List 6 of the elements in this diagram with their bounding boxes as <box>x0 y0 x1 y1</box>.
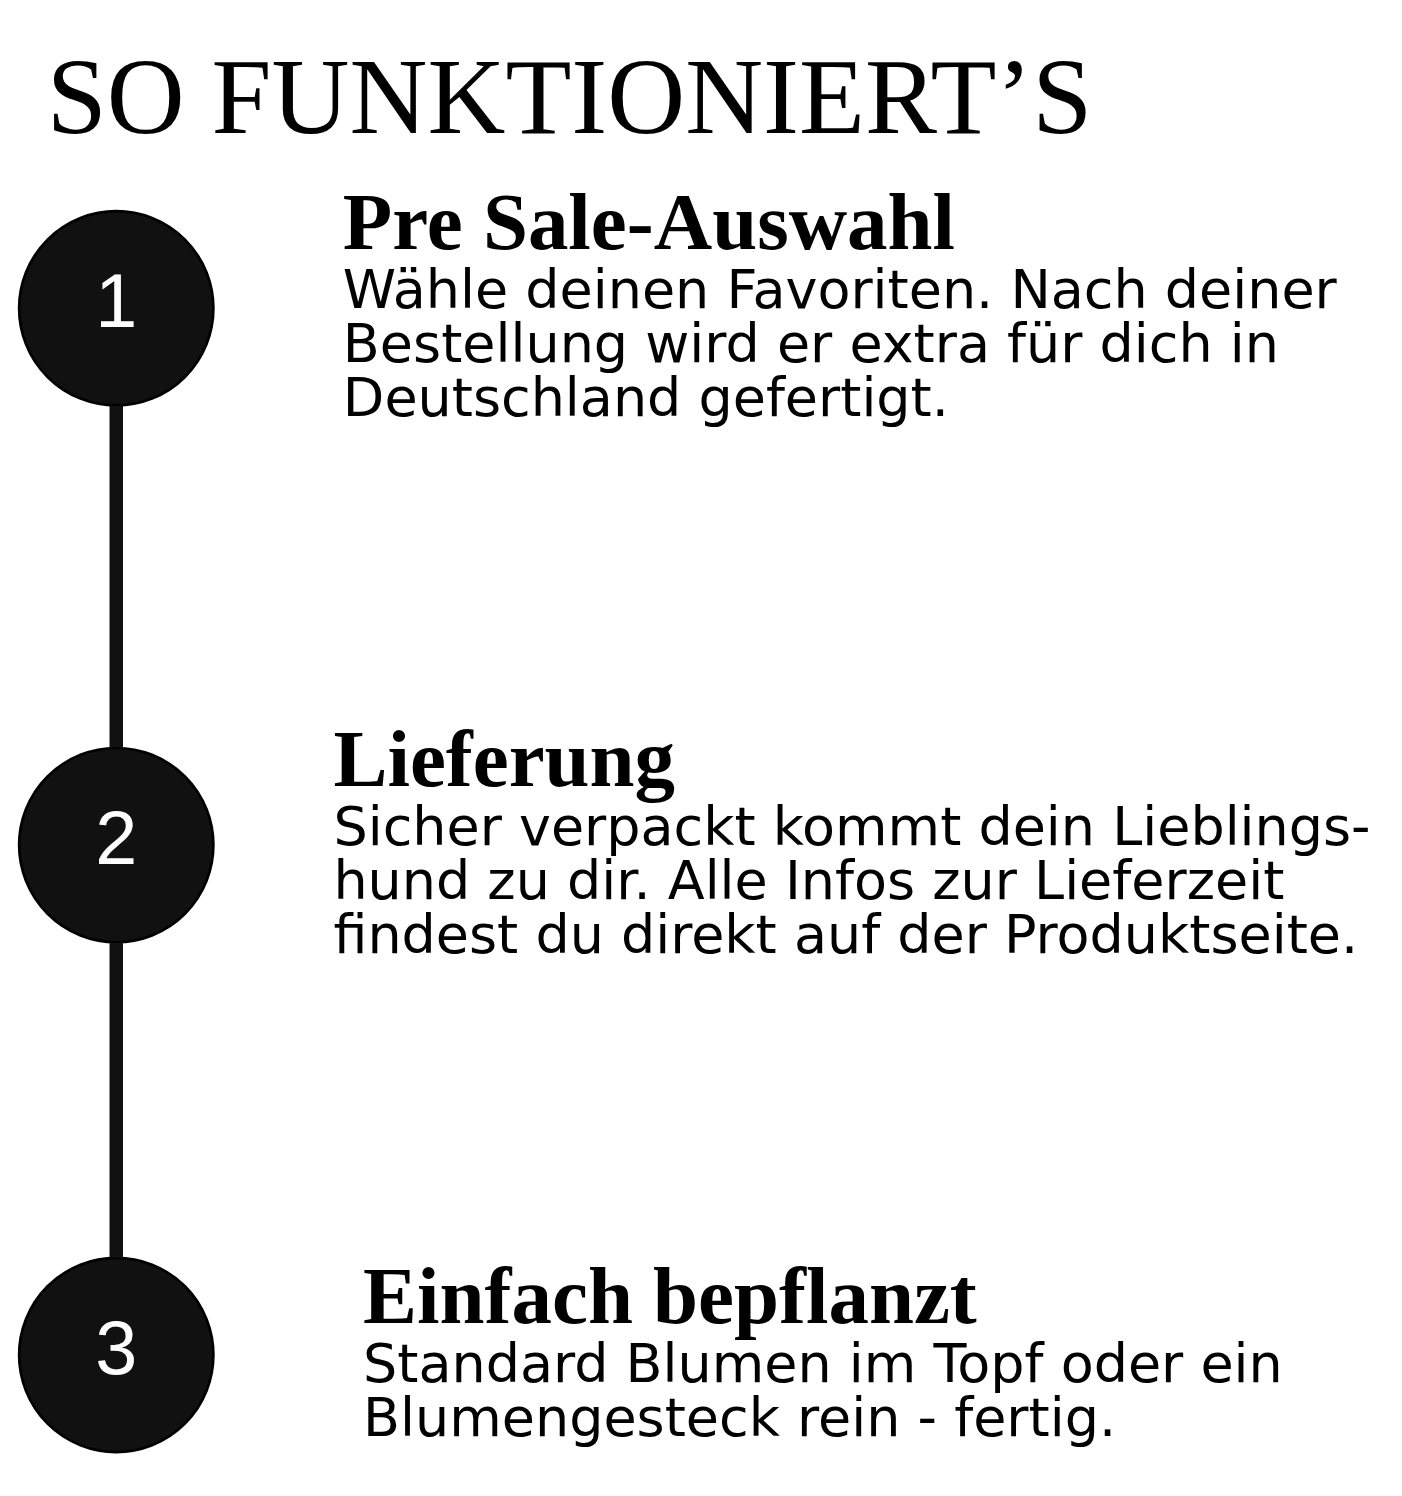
connector <box>109 942 123 1258</box>
connector <box>109 406 123 748</box>
diagram-title: SO FUNKTIONIERT’S <box>46 36 1093 156</box>
node-circle: 1 <box>17 209 215 407</box>
node-circle: 3 <box>17 1256 215 1454</box>
node-circle: 2 <box>17 746 215 944</box>
